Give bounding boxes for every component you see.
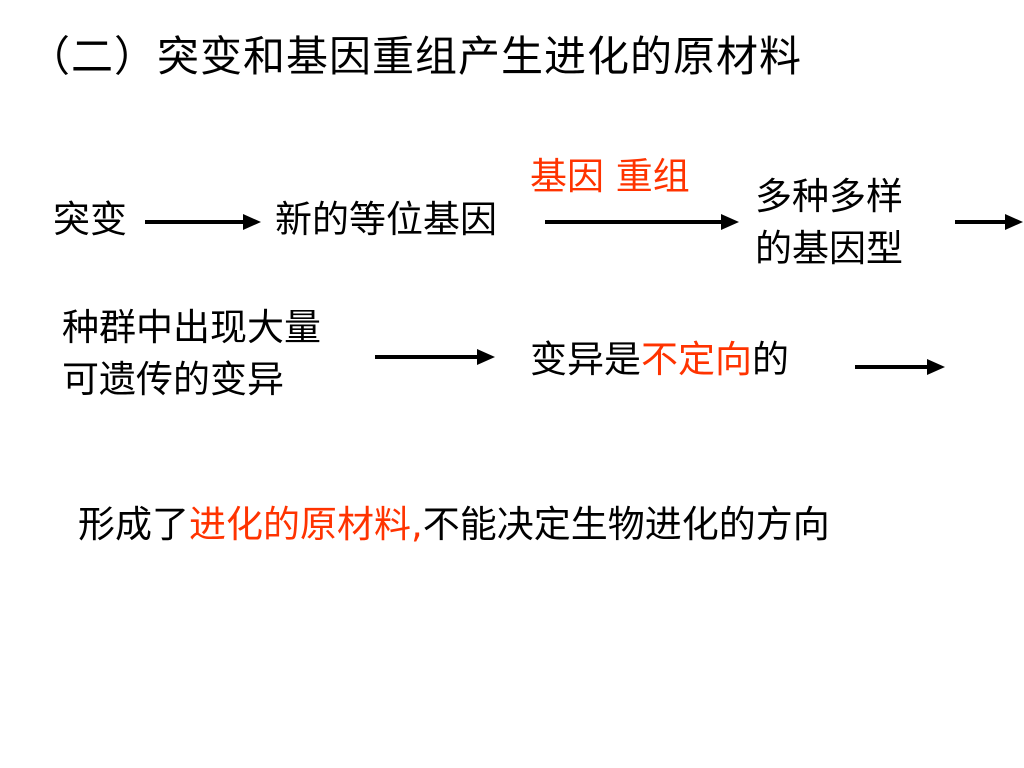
- arrow-variation-out: [855, 359, 945, 375]
- conclusion-statement: 形成了进化的原材料,不能决定生物进化的方向: [78, 503, 830, 547]
- variation-suffix: 的: [752, 338, 789, 381]
- genotypes-line2: 的基因型: [755, 227, 903, 270]
- mutation-label: 突变: [53, 198, 127, 241]
- arrow-genotypes-out: [955, 214, 1023, 230]
- variation-highlight: 不定向: [641, 338, 752, 381]
- arrow-population-to-variation: [375, 349, 495, 365]
- conclusion-suffix: 不能决定生物进化的方向: [422, 503, 830, 546]
- variation-prefix: 变异是: [530, 338, 641, 381]
- arrow-mutation-to-alleles: [145, 214, 261, 230]
- population-line2: 可遗传的变异: [62, 358, 284, 401]
- genotypes-line1: 多种多样: [755, 175, 903, 218]
- conclusion-prefix: 形成了: [78, 503, 189, 546]
- page-title: （二）突变和基因重组产生进化的原材料: [28, 32, 803, 81]
- variation-statement: 变异是不定向的: [530, 338, 789, 382]
- new-alleles-label: 新的等位基因: [275, 198, 497, 241]
- population-line1: 种群中出现大量: [62, 306, 321, 349]
- arrow-alleles-to-genotypes: [545, 214, 739, 230]
- conclusion-highlight: 进化的原材料,: [189, 503, 423, 546]
- recombination-label: 基因 重组: [530, 155, 690, 198]
